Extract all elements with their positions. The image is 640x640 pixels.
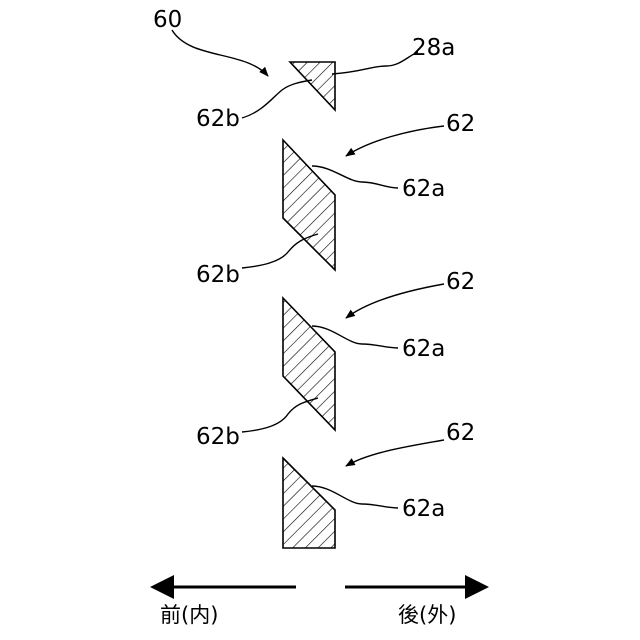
label-62b-1: 62b	[196, 262, 240, 288]
leader-62b-2	[242, 398, 318, 432]
label-front-inner: 前(内)	[160, 603, 218, 627]
label-60: 60	[153, 7, 182, 33]
section-28a	[290, 62, 335, 110]
front-arrow	[150, 575, 296, 599]
label-rear-outer: 後(外)	[398, 603, 456, 627]
label-28a: 28a	[412, 35, 455, 61]
arrow-62-3	[346, 440, 444, 466]
label-62-2: 62	[446, 269, 475, 295]
leader-28a	[332, 52, 418, 74]
section-62-1	[283, 140, 335, 270]
label-62-3: 62	[446, 420, 475, 446]
arrow-62-2	[346, 284, 444, 318]
leader-60	[172, 30, 268, 76]
section-62-3	[283, 458, 335, 548]
label-62b-2: 62b	[196, 424, 240, 450]
rear-arrow	[345, 575, 489, 599]
arrow-62-1	[346, 126, 444, 156]
label-62-1: 62	[446, 111, 475, 137]
label-62a-1: 62a	[402, 176, 445, 202]
label-62b-top: 62b	[196, 106, 240, 132]
leader-62b-top	[242, 80, 312, 118]
label-62a-3: 62a	[402, 496, 445, 522]
label-62a-2: 62a	[402, 336, 445, 362]
